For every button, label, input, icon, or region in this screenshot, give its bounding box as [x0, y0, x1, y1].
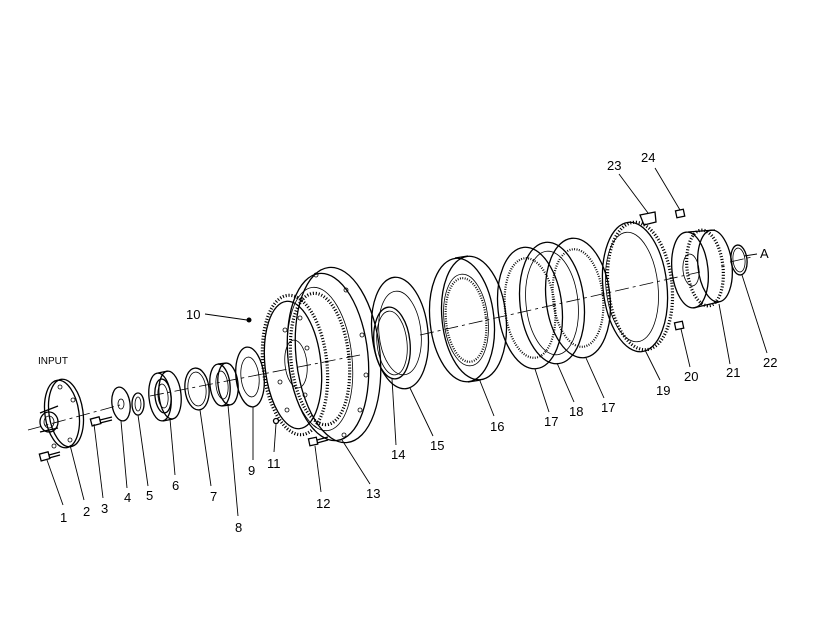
part-11-screw [272, 417, 280, 425]
callout-8: 8 [235, 520, 242, 535]
part-18-steel-plate [518, 241, 586, 365]
callout-17: 17 [544, 414, 558, 429]
part-14-ring [373, 306, 411, 380]
part-20-bolt [673, 320, 685, 331]
part-13-ring-gear-housing [286, 266, 382, 444]
carrier-gear [260, 293, 330, 437]
part-4-plate [111, 386, 131, 422]
callout-2: 2 [83, 504, 90, 519]
callout-18: 18 [569, 404, 583, 419]
callout-14: 14 [391, 447, 405, 462]
centerline-axis [27, 256, 753, 431]
part-19-clutch-ring-gear [601, 211, 675, 353]
callout-6: 6 [172, 478, 179, 493]
callout-9: 9 [248, 463, 255, 478]
callout-20: 20 [684, 369, 698, 384]
callout-7: 7 [210, 489, 217, 504]
marker-label-a: A [760, 246, 769, 261]
part-7-snap-ring [184, 367, 210, 411]
part-6-bearing [148, 370, 182, 422]
callout-5: 5 [146, 488, 153, 503]
callout-11: 11 [267, 456, 281, 471]
input-label: INPUT [38, 356, 68, 367]
callout-21: 21 [726, 365, 740, 380]
callout-19: 19 [656, 383, 670, 398]
part-24-bolt [674, 208, 686, 219]
part-5-ring [131, 392, 145, 416]
callout-13: 13 [366, 486, 380, 501]
part-3-bolt [89, 416, 113, 427]
part-17-friction-disc [496, 246, 564, 370]
callout-10: 10 [186, 307, 200, 322]
callout-22: 22 [763, 355, 777, 370]
part-2-input-flange [39, 378, 85, 449]
callout-15: 15 [430, 438, 444, 453]
callout-12: 12 [316, 496, 330, 511]
part-17-friction-disc-second [544, 237, 612, 359]
part-9-washer [235, 346, 265, 408]
callout-3: 3 [101, 501, 108, 516]
part-22-snap-ring [730, 244, 748, 276]
callout-24: 24 [641, 150, 655, 165]
part-1-bolt [38, 451, 61, 462]
part-10-screw [246, 317, 252, 323]
part-8-bearing [209, 362, 239, 407]
callout-23: 23 [607, 158, 621, 173]
leader-lines [46, 167, 768, 517]
callout-16: 16 [490, 419, 504, 434]
part-15-plate [370, 276, 430, 390]
part-16-piston [428, 255, 508, 383]
part-12-bolt [307, 436, 329, 447]
callout-17-second: 17 [601, 400, 615, 415]
part-21-output-gear [671, 228, 733, 309]
callout-1: 1 [60, 510, 67, 525]
callout-4: 4 [124, 490, 131, 505]
